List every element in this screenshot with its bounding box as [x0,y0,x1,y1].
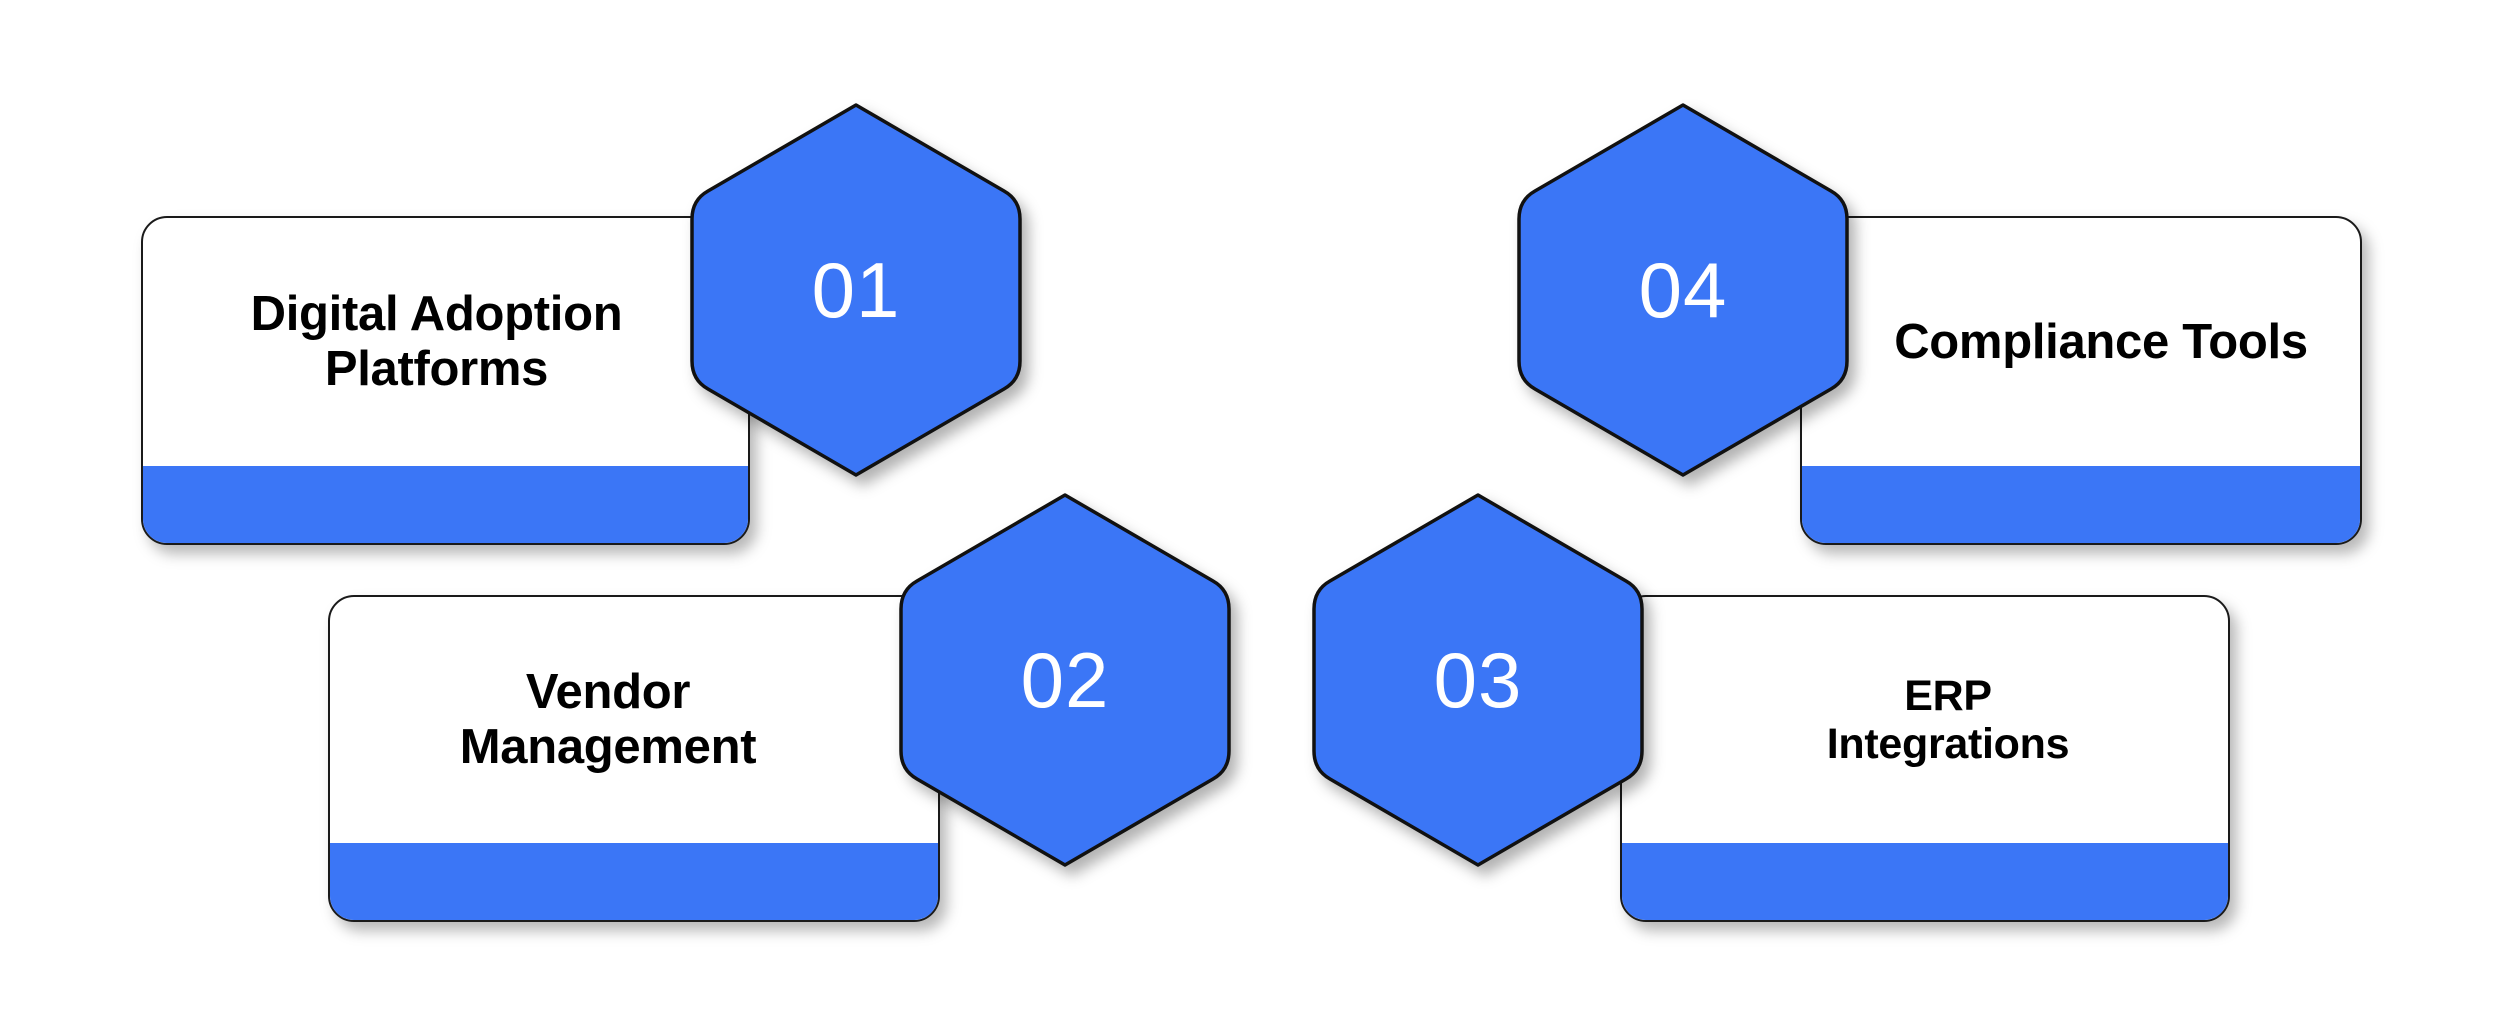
hexagon-shape-icon [899,493,1231,867]
step-hexagon-04[interactable]: 04 [1513,99,1853,481]
step-card-body: Compliance Tools [1802,218,2360,466]
step-card-04[interactable]: Compliance Tools [1800,216,2362,545]
step-hexagon-03[interactable]: 03 [1308,489,1648,871]
hexagon-shape-icon [690,103,1022,477]
step-card-02[interactable]: Vendor Management [328,595,940,922]
step-card-03[interactable]: ERP Integrations [1620,595,2230,922]
step-card-label: ERP Integrations [1826,671,2070,768]
step-card-accent-bar [330,843,938,920]
hexagon-shape-icon [1312,493,1644,867]
step-card-label: Digital Adoption Platforms [250,287,623,396]
step-card-body: ERP Integrations [1622,597,2228,843]
step-card-accent-bar [1622,843,2228,920]
step-card-accent-bar [143,466,748,543]
step-card-body: Vendor Management [330,597,938,843]
step-hexagon-02[interactable]: 02 [895,489,1235,871]
hexagon-shape-icon [1517,103,1849,477]
step-card-label: Vendor Management [459,665,757,774]
step-hexagon-01[interactable]: 01 [686,99,1026,481]
step-card-label: Compliance Tools [1894,314,2308,369]
step-card-01[interactable]: Digital Adoption Platforms [141,216,750,545]
step-card-body: Digital Adoption Platforms [143,218,748,466]
step-card-accent-bar [1802,466,2360,543]
